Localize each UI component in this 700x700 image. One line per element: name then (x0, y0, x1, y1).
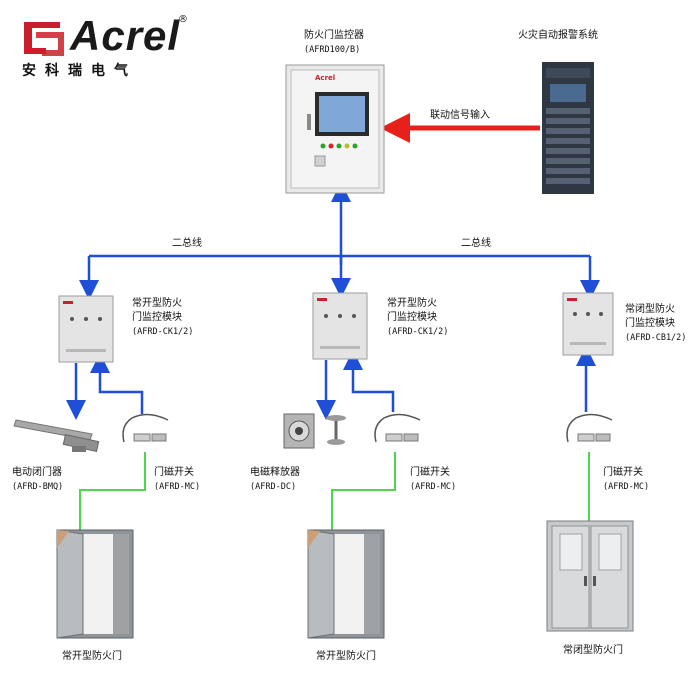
logo-chinese: 安科瑞电气 (22, 63, 137, 79)
module-left-icon (58, 295, 114, 363)
module-right-line1: 常闭型防火 (625, 304, 675, 315)
release-name: 电磁释放器 (250, 467, 300, 478)
door-mid-icon (307, 529, 385, 639)
door-switch-right-icon (566, 413, 613, 443)
closer-model: (AFRD-BMQ) (12, 482, 64, 492)
module-left-line2: 门监控模块 (132, 312, 182, 323)
svg-text:Acrel: Acrel (315, 74, 335, 82)
module-mid-model: (AFRD-CK1/2) (387, 327, 449, 337)
controller-name: 防火门监控器 (304, 30, 364, 41)
link-switch-mid (343, 350, 395, 412)
module-mid-line1: 常开型防火 (387, 298, 437, 309)
door-closer-icon (13, 419, 100, 453)
door-switch-left-icon (122, 413, 169, 443)
door-switch-mid-icon (374, 413, 421, 443)
module-right-icon (562, 292, 614, 356)
bus-label-left: 二总线 (172, 238, 202, 249)
switch-left-model: (AFRD-MC) (154, 482, 201, 492)
wire-mid (331, 452, 396, 530)
fire-alarm-name: 火灾自动报警系统 (518, 30, 598, 41)
logo-registered: ® (178, 14, 188, 25)
door-right-label: 常闭型防火门 (563, 645, 623, 656)
switch-right-name: 门磁开关 (603, 467, 643, 478)
door-right-icon (546, 520, 634, 632)
module-mid-line2: 门监控模块 (387, 312, 437, 323)
module-right-line2: 门监控模块 (625, 318, 675, 329)
acrel-logo-icon (24, 22, 64, 56)
switch-mid-model: (AFRD-MC) (410, 482, 457, 492)
release-model: (AFRD-DC) (250, 482, 297, 492)
closer-name: 电动闭门器 (12, 467, 62, 478)
fire-alarm-rack-icon (542, 62, 594, 194)
door-left-icon (56, 529, 134, 639)
controller-cabinet-icon: Acrel (285, 64, 385, 194)
door-mid-label: 常开型防火门 (316, 651, 376, 662)
switch-left-name: 门磁开关 (154, 467, 194, 478)
controller-model: (AFRD100/B) (304, 45, 361, 55)
module-left-line1: 常开型防火 (132, 298, 182, 309)
switch-right-model: (AFRD-MC) (603, 482, 650, 492)
logo-brand: Acrel (70, 12, 181, 59)
door-left-label: 常开型防火门 (62, 651, 122, 662)
electromagnetic-release-icon (283, 413, 346, 449)
module-mid-icon (312, 292, 368, 360)
wire-left (79, 452, 146, 530)
switch-mid-name: 门磁开关 (410, 467, 450, 478)
module-right-model: (AFRD-CB1/2) (625, 333, 687, 343)
bus-label-right: 二总线 (461, 238, 491, 249)
module-left-model: (AFRD-CK1/2) (132, 327, 194, 337)
link-switch-left (90, 353, 144, 414)
linkage-label: 联动信号输入 (430, 110, 490, 121)
